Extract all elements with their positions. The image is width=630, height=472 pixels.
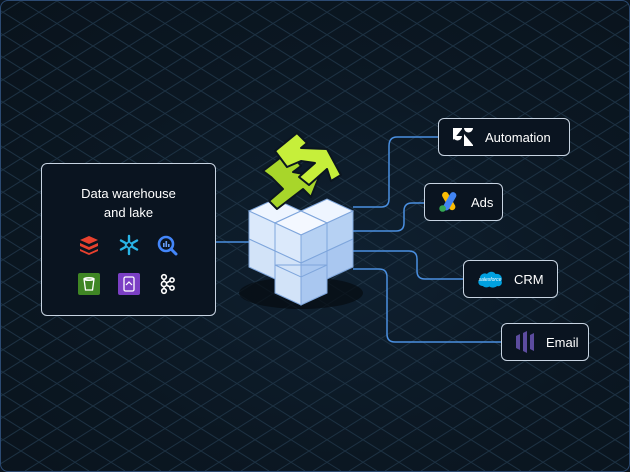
destination-label: CRM <box>514 271 544 287</box>
connector-automation <box>353 136 438 208</box>
destination-label: Email <box>546 334 579 350</box>
connector-crm <box>353 250 463 280</box>
connector-ads <box>353 202 424 232</box>
databricks-icon <box>78 234 100 256</box>
central-cube <box>247 198 355 306</box>
kafka-icon <box>156 273 178 295</box>
source-title-line2: and lake <box>103 205 154 220</box>
bigquery-icon <box>156 234 178 256</box>
destination-email: Email <box>501 323 589 361</box>
destination-crm: salesforce CRM <box>463 260 558 298</box>
destination-label: Automation <box>485 129 551 145</box>
azure-storage-icon <box>118 273 140 295</box>
source-title: Data warehouse and lake <box>42 184 215 222</box>
destination-automation: Automation <box>438 118 570 156</box>
connector-email <box>353 268 501 343</box>
marketo-icon <box>514 330 536 354</box>
destination-ads: Ads <box>424 183 503 221</box>
connector-lines <box>216 136 501 343</box>
source-title-line1: Data warehouse <box>81 186 176 201</box>
sync-arrow-logo <box>262 132 342 210</box>
google-ads-icon <box>437 190 461 214</box>
destination-label: Ads <box>471 194 494 210</box>
zendesk-icon <box>451 125 475 149</box>
salesforce-icon: salesforce <box>476 267 504 291</box>
source-box: Data warehouse and lake <box>41 163 216 316</box>
snowflake-icon <box>118 234 140 256</box>
svg-text:salesforce: salesforce <box>479 277 502 283</box>
s3-bucket-icon <box>78 273 100 295</box>
